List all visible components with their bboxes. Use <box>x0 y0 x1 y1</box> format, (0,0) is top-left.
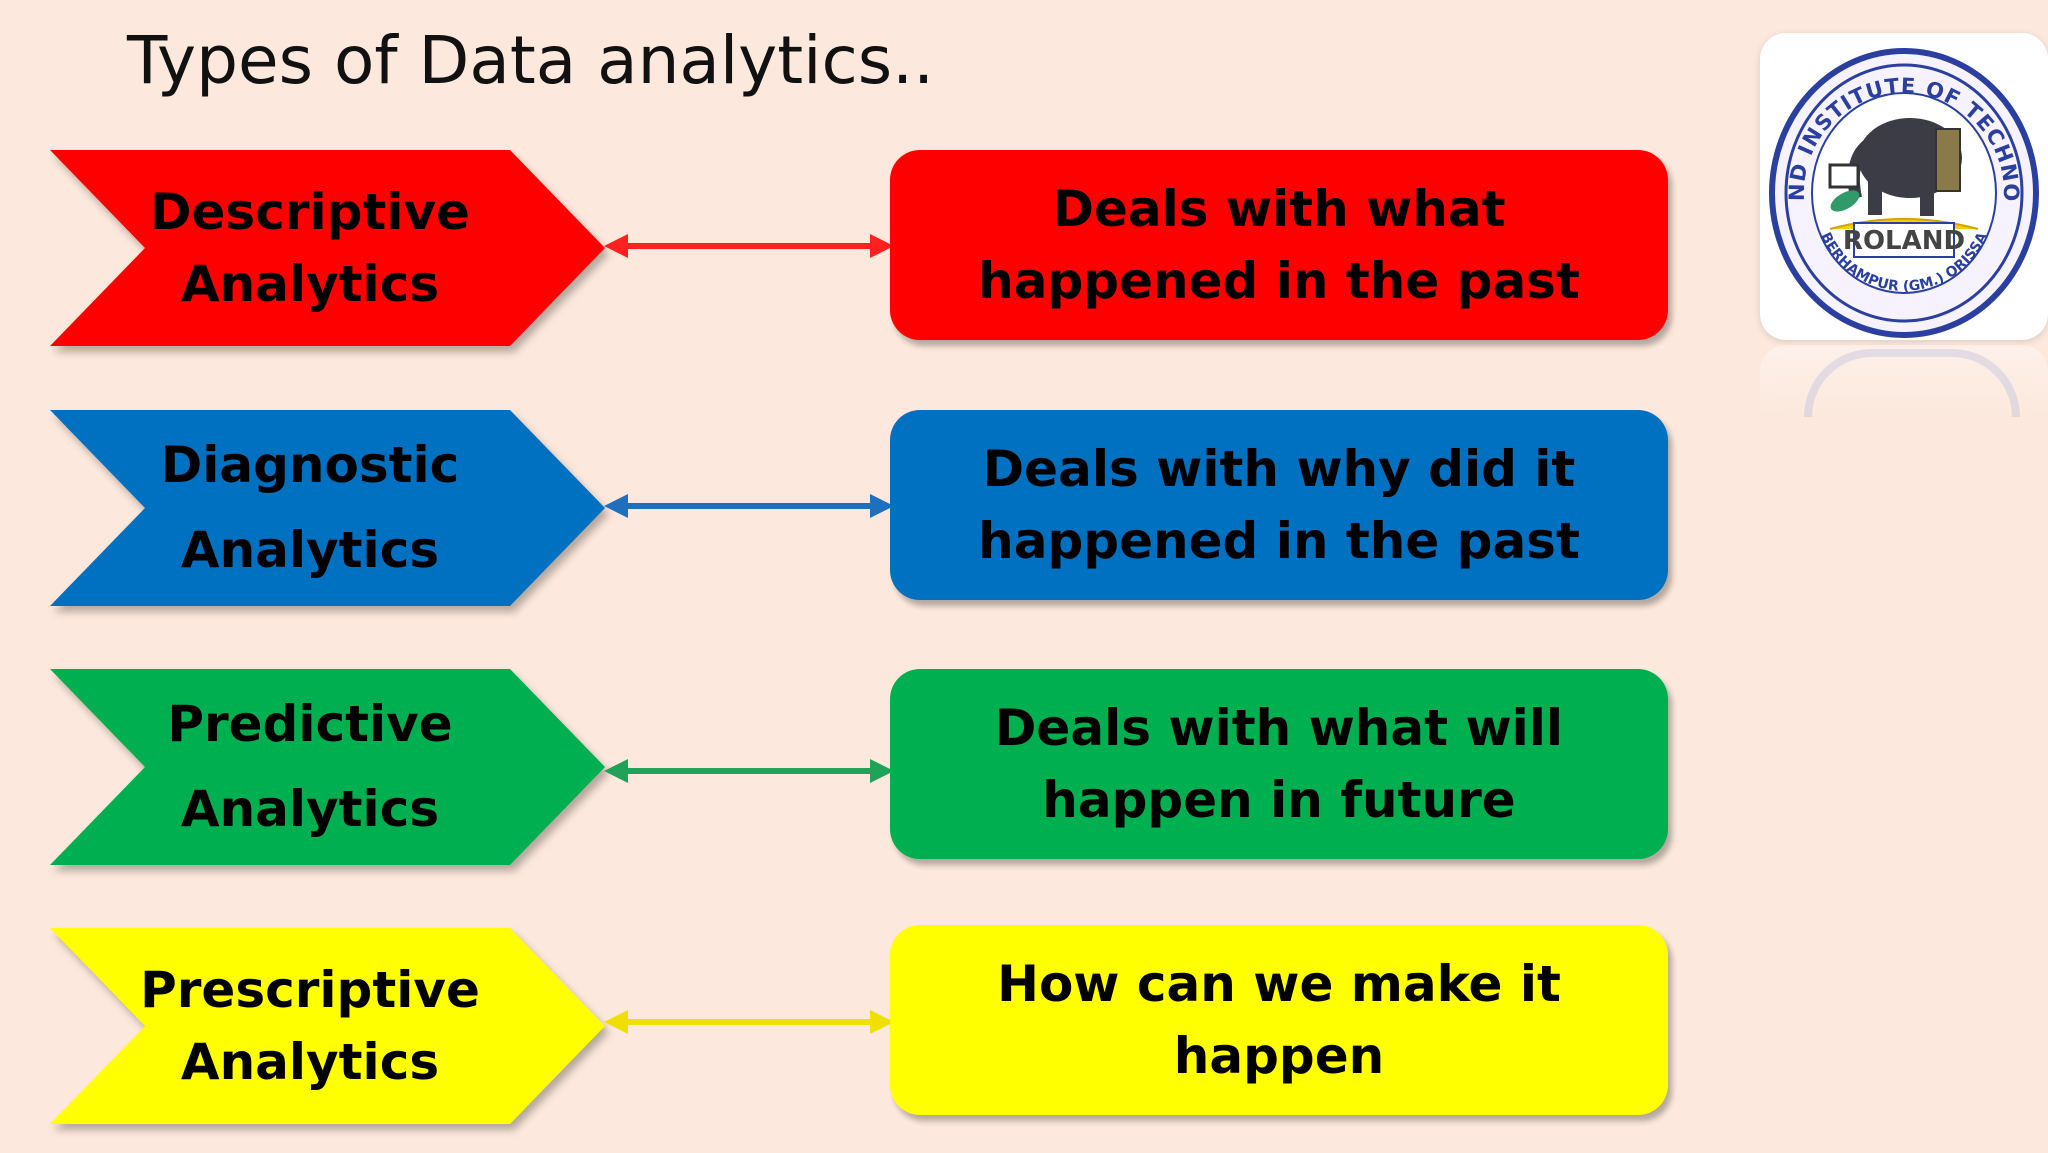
double-arrow-connector <box>604 494 894 518</box>
chevron-label-line2: Analytics <box>180 255 440 313</box>
description-box-prescriptive: How can we make it happen <box>890 925 1668 1115</box>
chevron-label-line2: Analytics <box>180 780 440 838</box>
chevron-label-line1: Predictive <box>167 695 453 753</box>
double-arrow-connector <box>604 234 894 258</box>
chevron-label-line2: Analytics <box>180 1033 440 1091</box>
elephant-emblem-icon: ROLAND INSTITUTE OF TECHNOLOGY BERHAMPUR… <box>1751 14 2039 338</box>
chevron-label-line1: Descriptive <box>150 182 470 241</box>
svg-text:ROLAND: ROLAND <box>1843 226 1965 256</box>
chevron-label-line1: Diagnostic <box>160 436 460 494</box>
chevron-label-line2: Analytics <box>180 521 440 579</box>
institute-logo: ROLAND INSTITUTE OF TECHNOLOGY BERHAMPUR… <box>1751 14 2048 340</box>
page-title: Types of Data analytics.. <box>127 22 935 99</box>
description-box-descriptive: Deals with what happened in the past <box>890 150 1668 340</box>
double-arrow-connector <box>604 759 894 783</box>
logo-reflection <box>1760 345 2048 425</box>
description-box-predictive: Deals with what will happen in future <box>890 669 1668 859</box>
description-box-diagnostic: Deals with why did it happened in the pa… <box>890 410 1668 600</box>
chevron-label-line1: Prescriptive <box>140 960 480 1019</box>
double-arrow-connector <box>604 1010 894 1034</box>
